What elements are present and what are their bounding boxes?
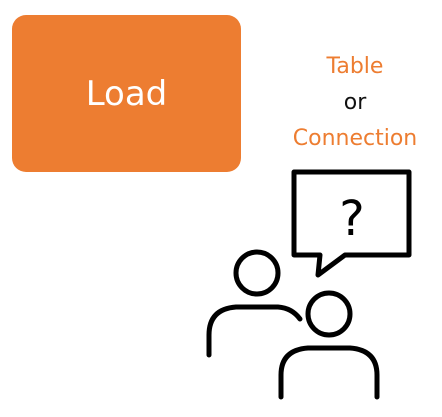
load-box: Load xyxy=(12,15,241,172)
person-back-head-icon xyxy=(233,249,281,297)
person-front-body-icon xyxy=(278,345,380,400)
person-back-body-icon xyxy=(206,304,303,358)
option-connection-label: Connection xyxy=(292,126,418,151)
load-label: Load xyxy=(85,73,168,114)
question-mark-icon: ? xyxy=(339,191,364,247)
speech-bubble-icon xyxy=(291,169,412,278)
people-conversation-question-icon: ? xyxy=(206,169,412,400)
or-label: or xyxy=(343,90,367,115)
option-table-label: Table xyxy=(326,54,384,79)
person-front-head-icon xyxy=(305,290,353,338)
